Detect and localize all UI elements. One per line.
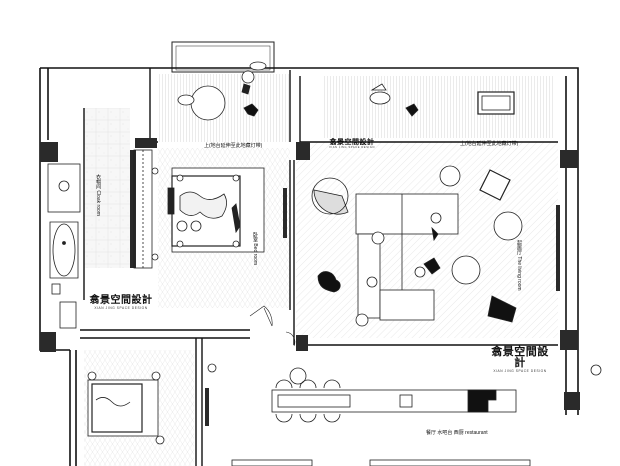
master-bed — [167, 167, 265, 253]
bedroom-tip-label: 上(地台延伸至此地藏灯带) — [204, 143, 263, 149]
living-room-label: 起居厅 The living room — [516, 240, 522, 291]
balcony-furniture-left — [177, 61, 267, 121]
studio-watermark-2: 翕景空間設計 XIAN JING SPACE DESIGN — [329, 138, 375, 149]
cloak-room-label: 衣帽间 Cloak room — [95, 174, 101, 216]
wardrobe — [133, 149, 159, 269]
balcony-furniture-right — [369, 83, 515, 117]
exterior-walls — [39, 67, 579, 466]
restaurant-furniture — [271, 364, 602, 423]
floor-areas — [84, 74, 558, 466]
bathroom — [47, 163, 81, 329]
second-bedroom — [87, 363, 217, 445]
restaurant-label: 餐厅 水吧台 西厨 restaurant — [426, 430, 488, 436]
bottom-elements — [231, 459, 531, 466]
living-room-furniture — [311, 165, 523, 327]
doors — [249, 305, 296, 347]
wall-columns — [40, 138, 580, 426]
balcony — [171, 41, 275, 73]
studio-watermark-1: 翕景空間設計 XIAN JING SPACE DESIGN — [89, 295, 153, 310]
studio-watermark-3: 翕景空間設計 XIAN JING SPACE DESIGN — [491, 346, 549, 373]
living-tip-label: 上(地台延伸至此地藏灯带) — [460, 141, 519, 147]
bedroom-label: 卧室 Bed room — [252, 232, 258, 266]
